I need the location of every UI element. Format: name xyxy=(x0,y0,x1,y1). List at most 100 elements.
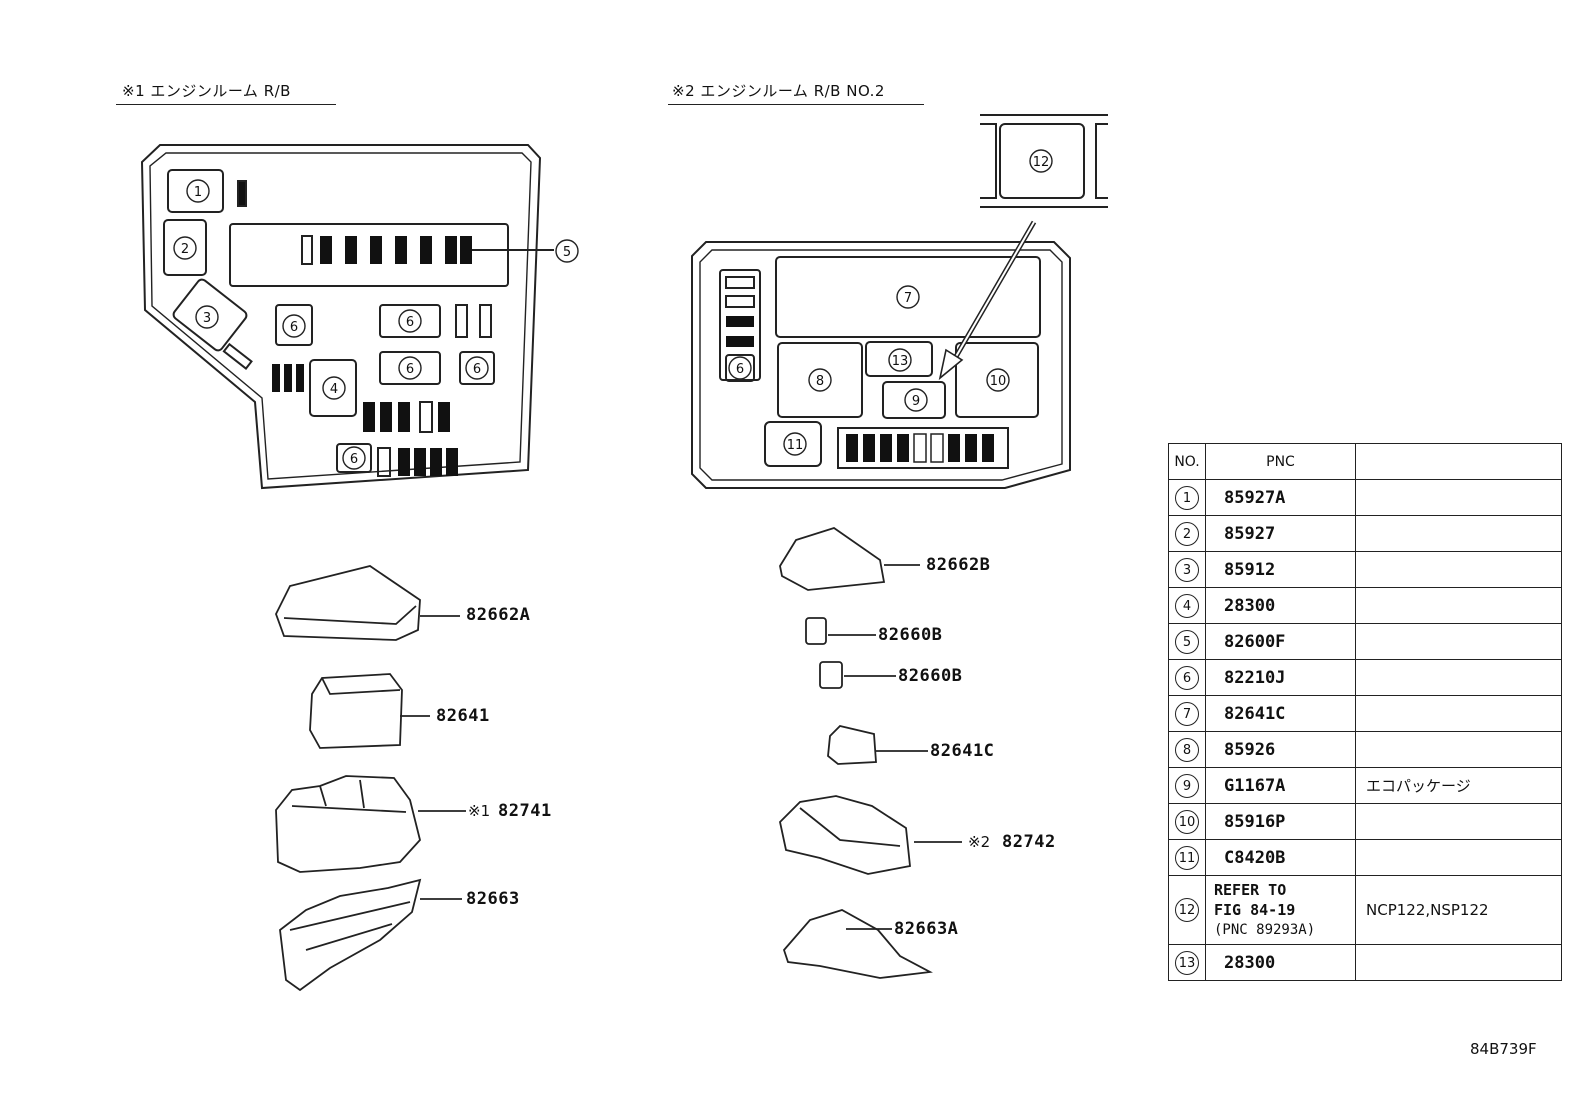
callout-3: 3 xyxy=(203,311,211,326)
row-no-circle: 1 xyxy=(1175,485,1199,510)
header-remark xyxy=(1355,443,1562,480)
row-remark xyxy=(1355,839,1562,876)
row-remark xyxy=(1355,803,1562,840)
part-base-82742 xyxy=(779,795,911,875)
row-remark xyxy=(1355,515,1562,552)
part-label-82741: 82741 xyxy=(498,801,552,821)
row-no: 5 xyxy=(1168,623,1206,660)
row-remark xyxy=(1355,659,1562,696)
row-pnc: C8420B xyxy=(1205,839,1356,876)
part-label-82742: 82742 xyxy=(1002,832,1056,852)
callout-8: 8 xyxy=(816,374,824,389)
row-no-circle: 9 xyxy=(1175,773,1199,798)
row-pnc: 82600F xyxy=(1205,623,1356,660)
row-no-circle: 3 xyxy=(1175,557,1199,582)
rb1-outline xyxy=(140,144,542,490)
section1-title: ※1 エンジンルーム R/B xyxy=(122,82,291,100)
section2-title: ※2 エンジンルーム R/B NO.2 xyxy=(672,82,885,100)
row-pnc: 82210J xyxy=(1205,659,1356,696)
section2-underline xyxy=(668,104,924,105)
part-label-82641: 82641 xyxy=(436,706,490,726)
callout-4: 4 xyxy=(330,382,338,397)
part-base-82741 xyxy=(275,775,421,873)
part-label-82662a: 82662A xyxy=(466,605,531,625)
row-no: 7 xyxy=(1168,695,1206,732)
callout-10: 10 xyxy=(990,374,1007,389)
row-no-circle: 12 xyxy=(1175,898,1199,922)
row-pnc: 28300 xyxy=(1205,944,1356,981)
row-pnc-line: (PNC 89293A) xyxy=(1214,922,1316,938)
row-no: 12 xyxy=(1168,875,1206,945)
callout-6d: 6 xyxy=(473,362,481,377)
row-no: 11 xyxy=(1168,839,1206,876)
row-remark xyxy=(1355,623,1562,660)
part-label-82641c: 82641C xyxy=(930,741,995,761)
row-no-circle: 6 xyxy=(1175,665,1199,690)
callout-6a: 6 xyxy=(290,320,298,335)
row-remark: NCP122,NSP122 xyxy=(1355,875,1562,945)
part-cover-82662a xyxy=(275,565,421,641)
part-mark-82742: ※2 xyxy=(968,833,991,851)
part-lower-82663a xyxy=(782,909,933,979)
row-remark xyxy=(1355,587,1562,624)
callout-7: 7 xyxy=(904,291,912,306)
row-no: 9 xyxy=(1168,767,1206,804)
row-no-circle: 4 xyxy=(1175,593,1199,618)
row-no: 13 xyxy=(1168,944,1206,981)
callout-9: 9 xyxy=(912,394,920,409)
part-relay-82660b-2 xyxy=(819,661,843,689)
part-label-82660b-1: 82660B xyxy=(878,625,943,645)
row-remark xyxy=(1355,731,1562,768)
part-cover-82662b xyxy=(779,527,886,591)
callout-2: 2 xyxy=(181,242,189,257)
row-remark xyxy=(1355,695,1562,732)
part-block-82641 xyxy=(309,673,403,749)
section1-underline xyxy=(116,104,336,105)
row-no-circle: 2 xyxy=(1175,521,1199,546)
row-no: 10 xyxy=(1168,803,1206,840)
row-pnc: 85916P xyxy=(1205,803,1356,840)
row-no-circle: 8 xyxy=(1175,737,1199,762)
table-header-row: NO. PNC xyxy=(1168,443,1562,480)
callout-5: 5 xyxy=(563,245,571,260)
row-pnc-line: FIG 84-19 xyxy=(1214,901,1296,919)
callout-1: 1 xyxy=(194,185,202,200)
row-no-circle: 13 xyxy=(1175,950,1199,975)
row-no-circle: 7 xyxy=(1175,701,1199,726)
row-pnc: 85927 xyxy=(1205,515,1356,552)
callout-6e: 6 xyxy=(350,452,358,467)
row-pnc: 82641C xyxy=(1205,695,1356,732)
row-no-circle: 5 xyxy=(1175,629,1199,654)
part-lower-82663 xyxy=(279,878,422,992)
row-pnc: 28300 xyxy=(1205,587,1356,624)
row-no: 4 xyxy=(1168,587,1206,624)
row-remark xyxy=(1355,944,1562,981)
part-label-82662b: 82662B xyxy=(926,555,991,575)
rb2-outline xyxy=(691,241,1071,489)
callout-6c: 6 xyxy=(406,362,414,377)
rb1-inner-outline xyxy=(149,152,532,480)
row-no: 3 xyxy=(1168,551,1206,588)
row-pnc: G1167A xyxy=(1205,767,1356,804)
part-block-82641c xyxy=(827,725,877,765)
row-remark xyxy=(1355,479,1562,516)
callout-6b: 6 xyxy=(406,315,414,330)
row-remark: エコパッケージ xyxy=(1355,767,1562,804)
part-label-82663a: 82663A xyxy=(894,919,959,939)
callout-6f: 6 xyxy=(736,362,744,377)
part-label-82663: 82663 xyxy=(466,889,520,909)
